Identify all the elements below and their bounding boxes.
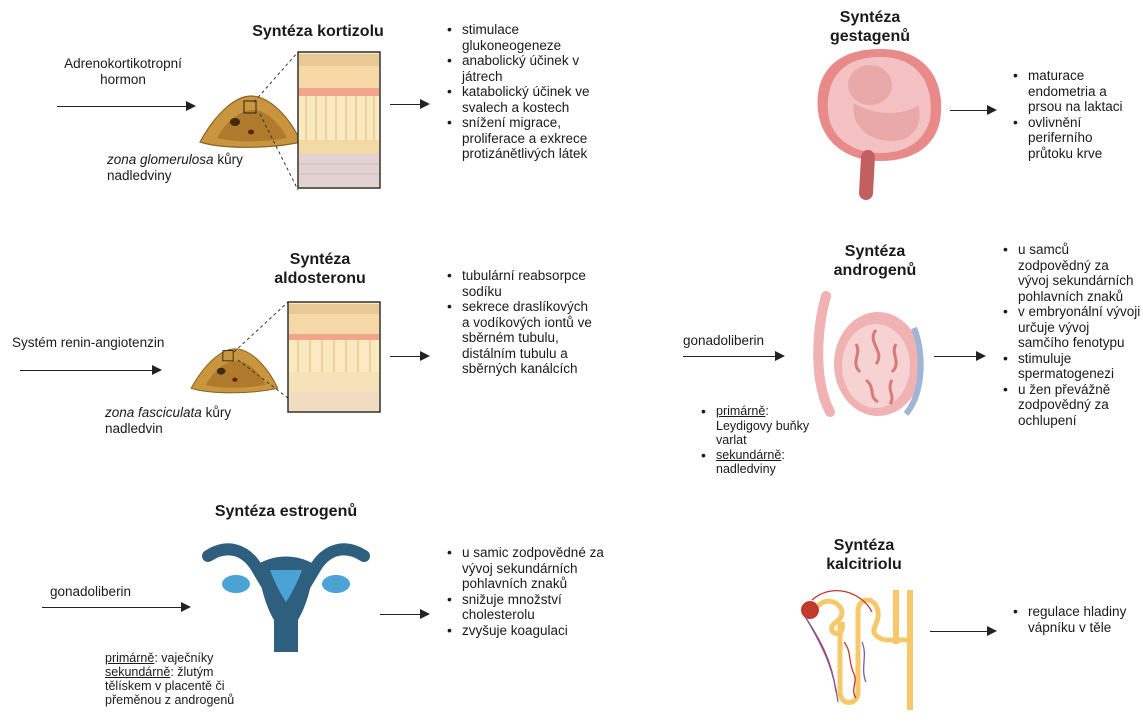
- aldosteron-title-text: Syntéza aldosteronu: [274, 251, 366, 287]
- androgeny-effects: u samců zodpovědný za vývoj sekundárních…: [1000, 242, 1143, 428]
- list-item: u žen převážně zodpovědný za ochlupení: [1000, 382, 1143, 429]
- androgeny-input-arrow: [683, 356, 783, 357]
- nephron-illustration: [792, 582, 932, 712]
- list-item: maturace endometria a prsou na laktaci: [1010, 68, 1140, 115]
- primary-text: : vaječníky: [154, 651, 213, 665]
- estrogeny-input-arrow: [42, 607, 189, 608]
- list-item: stimulace glukoneogeneze: [444, 22, 614, 53]
- list-item: sekrece draslíkových a vodíkových iontů …: [444, 299, 599, 377]
- kalcitriol-title: Syntéza kalcitriolu: [814, 536, 914, 574]
- aldosteron-input-arrow: [20, 370, 160, 371]
- kortizol-title: Syntéza kortizolu: [228, 22, 408, 41]
- estrogeny-source-primary: primárně: vaječníky: [105, 651, 255, 665]
- pregnant-uterus-illustration: [810, 45, 950, 195]
- list-item: stimuluje spermatogenezi: [1000, 351, 1143, 382]
- list-item: snížení migrace, proliferace a exkrece p…: [444, 115, 614, 162]
- testis-illustration: [806, 292, 926, 432]
- androgeny-source-secondary: sekundárně: nadledviny: [698, 448, 818, 477]
- kortizol-input-label: Adrenokortikotropní hormon: [48, 56, 198, 88]
- gestageny-output-arrow: [950, 110, 995, 111]
- list-item: katabolický účinek ve svalech a kostech: [444, 84, 614, 115]
- primary-label: primárně: [716, 404, 765, 418]
- estrogeny-output-arrow: [380, 614, 428, 615]
- androgeny-source: primárně: Leydigovy buňky varlat sekundá…: [698, 404, 818, 477]
- estrogeny-effects: u samic zodpovědné za vývoj sekundárních…: [444, 545, 614, 638]
- aldosteron-output-arrow: [390, 356, 428, 357]
- estrogeny-source: primárně: vaječníky sekundárně: žlutým t…: [105, 651, 255, 707]
- androgeny-title: Syntéza androgenů: [820, 242, 930, 280]
- list-item: regulace hladiny vápníku v těle: [1010, 604, 1130, 635]
- aldosteron-title: Syntéza aldosteronu: [270, 250, 370, 288]
- estrogeny-title: Syntéza estrogenů: [196, 502, 376, 521]
- list-item: u samců zodpovědný za vývoj sekundárních…: [1000, 242, 1143, 304]
- androgeny-output-arrow: [934, 356, 984, 357]
- aldosteron-effects: tubulární reabsorpce sodíku sekrece dras…: [444, 268, 599, 377]
- list-item: zvyšuje koagulaci: [444, 623, 614, 639]
- primary-label: primárně: [105, 651, 154, 665]
- aldosteron-zone-italic: zona fasciculata: [105, 405, 202, 420]
- secondary-label: sekundárně: [105, 665, 170, 679]
- gestageny-title: Syntéza gestagenů: [820, 8, 920, 46]
- uterus-illustration: [196, 540, 376, 665]
- gestageny-effects: maturace endometria a prsou na laktaci o…: [1010, 68, 1140, 161]
- kalcitriol-effects: regulace hladiny vápníku v těle: [1010, 604, 1130, 635]
- estrogeny-input-label: gonadoliberin: [50, 584, 190, 600]
- list-item: tubulární reabsorpce sodíku: [444, 268, 599, 299]
- list-item: u samic zodpovědné za vývoj sekundárních…: [444, 545, 614, 592]
- list-item: v embryonální vývoji určuje vývoj samčíh…: [1000, 304, 1143, 351]
- kortizol-output-arrow: [390, 104, 428, 105]
- list-item: ovlivnění periferního průtoku krve: [1010, 115, 1140, 162]
- cortex-section-illustration: [288, 302, 380, 412]
- aldosteron-input-label: Systém renin-angiotenzin: [12, 335, 212, 351]
- kortizol-input-arrow: [57, 106, 194, 107]
- zoom-lines: [232, 300, 292, 440]
- cortex-section-illustration: [298, 52, 380, 188]
- list-item: snižuje množství cholesterolu: [444, 592, 614, 623]
- list-item: anabolický účinek v játrech: [444, 53, 614, 84]
- kalcitriol-output-arrow: [930, 631, 995, 632]
- kortizol-effects: stimulace glukoneogeneze anabolický účin…: [444, 22, 614, 162]
- estrogeny-source-secondary: sekundárně: žlutým tělískem v placentě č…: [105, 665, 255, 707]
- androgeny-source-primary: primárně: Leydigovy buňky varlat: [698, 404, 818, 448]
- secondary-label: sekundárně: [716, 448, 781, 462]
- androgeny-input-label: gonadoliberin: [683, 333, 813, 349]
